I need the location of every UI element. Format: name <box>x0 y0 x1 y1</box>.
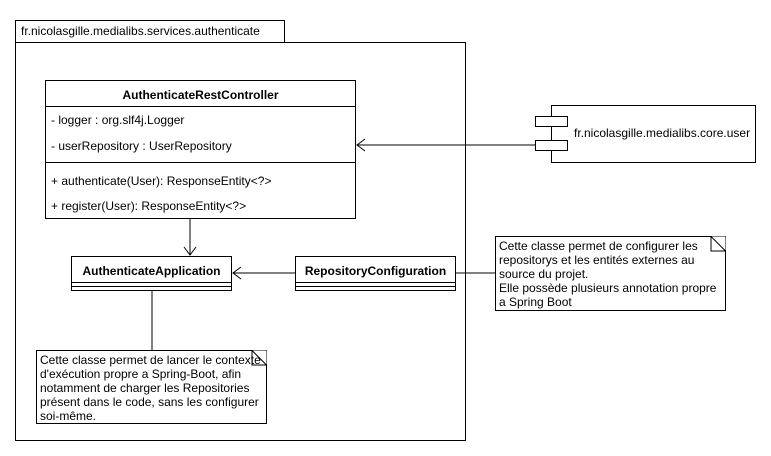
controller-operation-authenticate: + authenticate(User): ResponseEntity<?> <box>51 174 272 188</box>
config-to-application-arrowhead <box>232 266 242 280</box>
component-port-top-icon <box>535 116 568 127</box>
controller-attribute-user-repository: - userRepository : UserRepository <box>51 139 232 153</box>
controller-header-divider <box>46 106 355 107</box>
controller-attributes-divider <box>46 162 355 163</box>
application-divider-2 <box>72 286 231 287</box>
application-class[interactable]: AuthenticateApplication <box>71 256 232 291</box>
repository-configuration-note: Cette classe permet de configurer les re… <box>495 236 726 311</box>
controller-class[interactable]: AuthenticateRestController - logger : or… <box>45 80 356 219</box>
controller-operation-register: + register(User): ResponseEntity<?> <box>51 199 247 213</box>
package-tab: fr.nicolasgille.medialibs.services.authe… <box>15 20 285 43</box>
repository-note-fold <box>710 236 726 252</box>
component-port-bottom-icon <box>535 140 568 151</box>
component-to-controller-arrowhead <box>356 138 366 152</box>
controller-class-name: AuthenticateRestController <box>122 88 279 102</box>
controller-attribute-logger: - logger : org.slf4j.Logger <box>51 113 185 127</box>
core-user-component-name: fr.nicolasgille.medialibs.core.user <box>574 126 751 140</box>
repository-configuration-divider-2 <box>296 286 455 287</box>
controller-to-application-arrowhead <box>183 246 197 256</box>
package-name: fr.nicolasgille.medialibs.services.authe… <box>21 24 260 38</box>
repository-configuration-class-name: RepositoryConfiguration <box>304 264 447 278</box>
repository-configuration-divider-1 <box>296 282 455 283</box>
core-user-component[interactable]: fr.nicolasgille.medialibs.core.user <box>551 105 756 163</box>
application-divider-1 <box>72 282 231 283</box>
application-note: Cette classe permet de lancer le context… <box>36 350 267 424</box>
application-class-name: AuthenticateApplication <box>82 264 221 278</box>
repository-configuration-class[interactable]: RepositoryConfiguration <box>295 256 456 291</box>
application-note-fold <box>251 350 267 366</box>
